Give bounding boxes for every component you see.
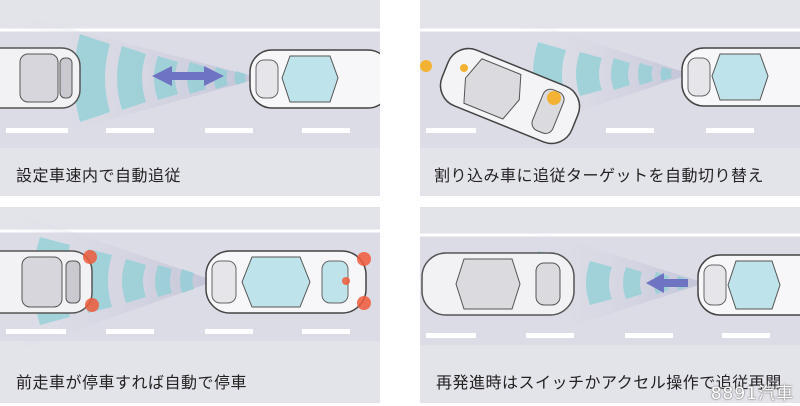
panel-resume: 再発進時はスイッチかアクセル操作で追従再開: [420, 207, 800, 403]
lane-marks: [6, 128, 350, 133]
lead-car: [0, 250, 93, 314]
brake-light: [357, 296, 371, 310]
panel-resume-illustration: [420, 225, 800, 345]
own-car: [697, 254, 800, 316]
brake-light: [83, 250, 97, 264]
lane-marks: [6, 329, 350, 334]
own-car: [249, 49, 380, 109]
turn-signal-light: [420, 60, 432, 72]
panel-caption: 設定車速内で自動追従: [16, 166, 182, 185]
radar-beam: [520, 225, 705, 343]
turn-signal-light: [460, 64, 468, 72]
own-car: [681, 47, 800, 107]
lead-car: [421, 252, 575, 316]
panel-cut-in-switch: 割り込み車に追従ターゲットを自動切り替え: [420, 0, 800, 196]
panel-caption: 割り込み車に追従ターゲットを自動切り替え: [434, 166, 765, 185]
panel-cut-in-switch-illustration: [420, 18, 800, 148]
brake-light: [85, 298, 99, 312]
panel-adaptive-follow-illustration: [0, 10, 380, 150]
panel-adaptive-follow: 設定車速内で自動追従: [0, 0, 380, 196]
brake-light: [357, 252, 371, 266]
distance-arrow: [152, 66, 224, 86]
own-car: [205, 250, 367, 314]
lane-marks: [426, 333, 770, 338]
panel-caption: 再発進時はスイッチかアクセル操作で追従再開: [436, 373, 782, 392]
panel-auto-stop-illustration: [0, 207, 380, 357]
panel-caption: 前走車が停車すれば自動で停車: [16, 373, 248, 392]
panel-auto-stop: 前走車が停車すれば自動で停車: [0, 207, 380, 403]
lane-marks: [426, 128, 754, 133]
watermark: 8891汽車: [710, 384, 794, 404]
brake-light: [342, 277, 350, 285]
turn-signal-light: [547, 91, 561, 105]
lead-car: [0, 47, 81, 109]
go-arrow: [646, 273, 688, 293]
